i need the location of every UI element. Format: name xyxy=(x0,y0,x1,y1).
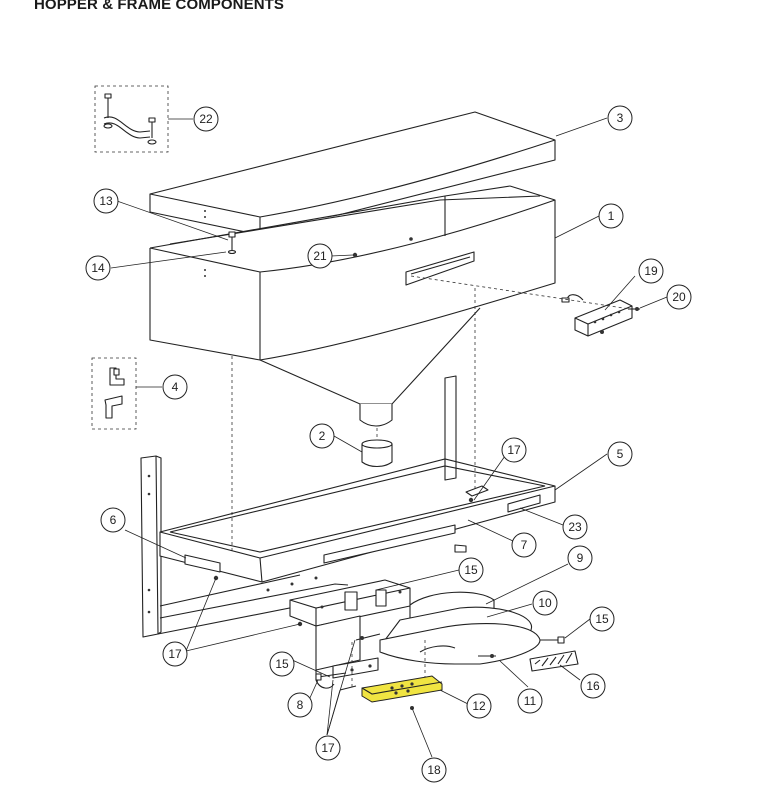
callout-1: 1 xyxy=(598,203,624,229)
svg-text:6: 6 xyxy=(110,513,117,527)
assembly-lines xyxy=(231,275,631,553)
leader-lines xyxy=(110,117,668,758)
callout-22: 22 xyxy=(193,106,219,132)
svg-text:11: 11 xyxy=(524,694,537,708)
callout-13: 13 xyxy=(93,188,119,214)
svg-text:22: 22 xyxy=(199,112,213,126)
svg-text:5: 5 xyxy=(617,447,624,461)
svg-text:8: 8 xyxy=(297,698,304,712)
callout-20: 20 xyxy=(666,284,692,310)
callout-15-bottom: 17 xyxy=(315,735,341,761)
spinner-mount xyxy=(289,579,579,691)
callout-14: 14 xyxy=(85,255,111,281)
callout-5: 5 xyxy=(607,441,633,467)
svg-text:10: 10 xyxy=(538,596,552,610)
callout-7: 7 xyxy=(511,532,537,558)
svg-text:4: 4 xyxy=(172,380,179,394)
callout-11: 11 xyxy=(517,688,543,714)
hopper-lid xyxy=(149,111,556,236)
hopper-body xyxy=(149,185,556,427)
page-title: HOPPER & FRAME COMPONENTS xyxy=(34,0,285,13)
svg-text:13: 13 xyxy=(99,194,113,208)
svg-text:17: 17 xyxy=(507,443,521,457)
svg-text:2: 2 xyxy=(319,429,326,443)
svg-text:15: 15 xyxy=(595,612,609,626)
callout-10: 10 xyxy=(532,590,558,616)
svg-text:14: 14 xyxy=(91,261,105,275)
callout-17-top: 17 xyxy=(501,437,527,463)
callout-8: 8 xyxy=(287,692,313,718)
callout-17-bottom: 18 xyxy=(421,757,447,783)
svg-text:1: 1 xyxy=(608,209,615,223)
callout-3: 3 xyxy=(607,105,633,131)
svg-text:16: 16 xyxy=(586,679,600,693)
callout-6: 6 xyxy=(100,507,126,533)
svg-text:15: 15 xyxy=(464,563,478,577)
svg-text:18: 18 xyxy=(427,763,441,777)
callout-16: 15 xyxy=(458,557,484,583)
callout-21: 21 xyxy=(307,243,333,269)
callout-18: 16 xyxy=(580,673,606,699)
part-4-inset xyxy=(91,357,137,430)
spinner-cup-part-2 xyxy=(361,439,393,468)
part-12-plate-highlighted xyxy=(361,675,443,710)
svg-text:7: 7 xyxy=(521,538,528,552)
callout-15-right: 15 xyxy=(589,606,615,632)
svg-text:12: 12 xyxy=(472,699,486,713)
svg-text:21: 21 xyxy=(313,249,327,263)
control-box-part-19 xyxy=(561,294,640,337)
callout-17-left: 17 xyxy=(162,641,188,667)
callout-19: 19 xyxy=(638,258,664,284)
callout-2: 2 xyxy=(309,423,335,449)
callout-12: 12 xyxy=(466,693,492,719)
svg-text:17: 17 xyxy=(168,647,182,661)
svg-text:15: 15 xyxy=(275,657,289,671)
callout-23: 23 xyxy=(562,514,588,540)
svg-text:17: 17 xyxy=(321,741,335,755)
callout-9: 9 xyxy=(567,545,593,571)
part-22-inset xyxy=(94,85,169,153)
svg-text:3: 3 xyxy=(617,111,624,125)
svg-text:19: 19 xyxy=(644,264,658,278)
svg-text:23: 23 xyxy=(568,520,582,534)
callout-15-left: 15 xyxy=(269,651,295,677)
callout-4: 4 xyxy=(162,374,188,400)
svg-text:9: 9 xyxy=(577,551,584,565)
svg-text:20: 20 xyxy=(672,290,686,304)
